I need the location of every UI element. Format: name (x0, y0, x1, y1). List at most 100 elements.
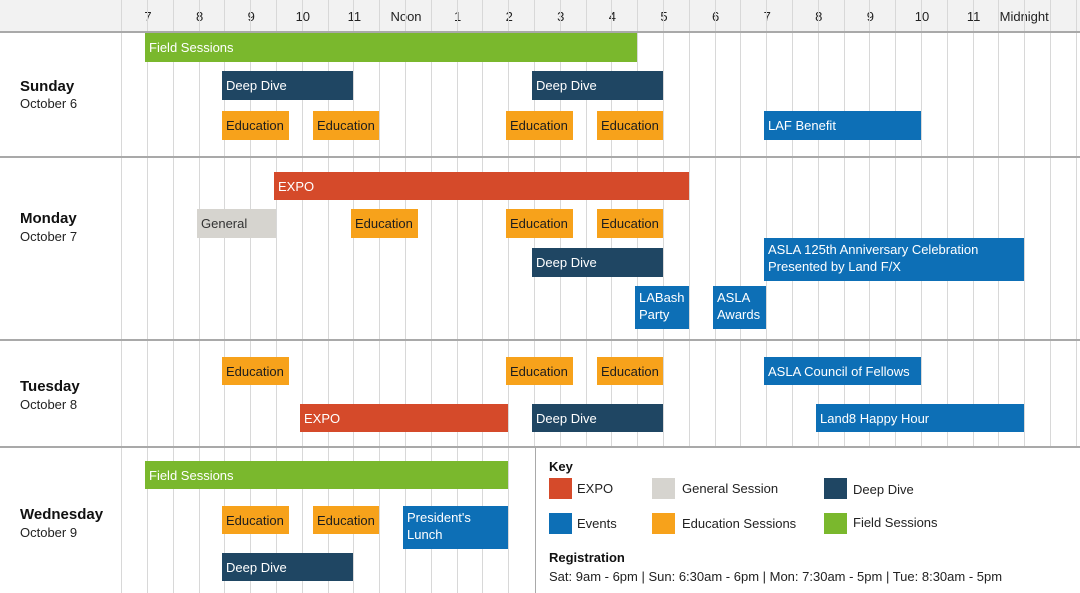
event-sunday-education[interactable]: Education (506, 111, 573, 140)
event-tuesday-expo[interactable]: EXPO (300, 404, 508, 432)
grid-line (715, 0, 716, 447)
day-name-tuesday: Tuesday (20, 378, 80, 395)
education-swatch (652, 513, 675, 534)
time-label: 7 (763, 9, 771, 24)
event-tuesday-deep-dive[interactable]: Deep Dive (532, 404, 663, 432)
grid-line (1024, 0, 1025, 447)
event-label: Education (510, 363, 568, 379)
grid-line (121, 0, 122, 447)
event-label: EXPO (304, 410, 341, 426)
event-sunday-deep-dive[interactable]: Deep Dive (222, 71, 353, 100)
event-label: Deep Dive (226, 559, 287, 575)
event-label: Education (510, 216, 568, 231)
event-monday-deep-dive[interactable]: Deep Dive (532, 248, 663, 277)
time-label: 10 (914, 9, 930, 24)
grid-line (302, 0, 303, 447)
event-wednesday-education[interactable]: Education (313, 506, 379, 534)
time-label: 9 (866, 9, 875, 24)
event-label: President's Lunch (407, 510, 471, 542)
event-label: LABash Party (639, 290, 685, 322)
grid-line (121, 448, 122, 593)
event-tuesday-asla-council-of-fellows[interactable]: ASLA Council of Fellows (764, 357, 921, 385)
grid-line (586, 0, 587, 447)
event-monday-education[interactable]: Education (597, 209, 663, 238)
event-monday-education[interactable]: Education (351, 209, 418, 238)
grid-line (457, 0, 458, 447)
registration-hours: Sat: 9am - 6pm | Sun: 6:30am - 6pm | Mon… (549, 569, 1003, 584)
event-sunday-education[interactable]: Education (222, 111, 289, 140)
event-wednesday-deep-dive[interactable]: Deep Dive (222, 553, 353, 581)
general-session-swatch (652, 478, 675, 499)
event-sunday-deep-dive[interactable]: Deep Dive (532, 71, 663, 100)
row-separator (0, 31, 1080, 33)
grid-line (689, 0, 690, 447)
time-label: 11 (347, 9, 362, 24)
day-name-monday: Monday (20, 210, 77, 227)
grid-line (147, 448, 148, 593)
time-label: Noon (390, 9, 422, 24)
key-title: Key (549, 459, 573, 474)
event-monday-education[interactable]: Education (506, 209, 573, 238)
key-label-events: Events (577, 516, 617, 531)
grid-line (173, 0, 174, 447)
event-label: Education (355, 216, 413, 231)
key-label-expo: EXPO (577, 481, 614, 496)
event-sunday-education[interactable]: Education (597, 111, 663, 140)
event-label: ASLA Awards (717, 290, 761, 322)
event-monday-asla-125th-anniversary-celebration-presented-by-land-f-x[interactable]: ASLA 125th Anniversary Celebration Prese… (764, 238, 1024, 281)
grid-line (199, 448, 200, 593)
event-label: Deep Dive (536, 410, 597, 426)
event-tuesday-land8-happy-hour[interactable]: Land8 Happy Hour (816, 404, 1024, 432)
grid-line (508, 448, 509, 593)
event-monday-general[interactable]: General (197, 209, 276, 238)
event-label: Education (226, 512, 284, 528)
grid-line (1050, 0, 1051, 447)
grid-line (173, 448, 174, 593)
event-label: Education (317, 118, 375, 133)
event-label: Education (317, 512, 375, 528)
event-tuesday-education[interactable]: Education (597, 357, 663, 385)
day-date-wednesday: October 9 (20, 525, 78, 540)
events-swatch (549, 513, 572, 534)
event-wednesday-education[interactable]: Education (222, 506, 289, 534)
field-sessions-swatch (824, 513, 847, 534)
key-panel: Key EXPO General Session Deep Dive Event… (535, 448, 1080, 593)
event-sunday-laf-benefit[interactable]: LAF Benefit (764, 111, 921, 140)
event-monday-asla-awards[interactable]: ASLA Awards (713, 286, 766, 329)
grid-line (740, 0, 741, 447)
event-label: Education (601, 118, 659, 133)
event-wednesday-president-s-lunch[interactable]: President's Lunch (403, 506, 508, 549)
deep-dive-swatch (824, 478, 847, 499)
event-label: Education (601, 216, 659, 231)
event-sunday-education[interactable]: Education (313, 111, 379, 140)
time-header: 7891011Noon1234567891011Midnight (0, 0, 1080, 32)
event-label: LAF Benefit (768, 118, 836, 133)
event-monday-expo[interactable]: EXPO (274, 172, 689, 200)
grid-line (276, 0, 277, 447)
event-wednesday-field-sessions[interactable]: Field Sessions (145, 461, 508, 489)
event-label: Education (601, 363, 659, 379)
grid-line (792, 0, 793, 447)
day-date-sunday: October 6 (20, 96, 78, 111)
event-label: Education (510, 118, 568, 133)
event-tuesday-education[interactable]: Education (506, 357, 573, 385)
time-label: 2 (505, 9, 513, 24)
grid-line (663, 0, 664, 447)
event-monday-labash-party[interactable]: LABash Party (635, 286, 689, 329)
event-label: EXPO (278, 178, 315, 194)
event-tuesday-education[interactable]: Education (222, 357, 289, 385)
grid-line (431, 0, 432, 447)
day-date-tuesday: October 8 (20, 397, 78, 412)
key-label-field: Field Sessions (853, 515, 938, 530)
event-label: ASLA 125th Anniversary Celebration Prese… (768, 242, 979, 274)
event-sunday-field-sessions[interactable]: Field Sessions (145, 33, 637, 62)
grid-line (1076, 0, 1077, 447)
time-label: 9 (247, 9, 255, 24)
grid-line (147, 0, 148, 447)
grid-line (895, 0, 896, 447)
row-separator (0, 156, 1080, 158)
key-label-general: General Session (682, 481, 779, 496)
grid-line (921, 0, 922, 447)
event-label: General (201, 216, 248, 231)
registration-title: Registration (549, 550, 625, 565)
